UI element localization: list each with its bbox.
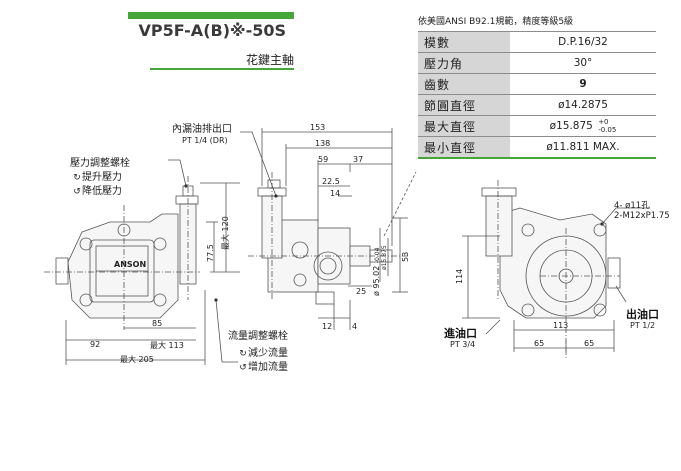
spec-label: 模數 <box>418 31 510 53</box>
dim-12: 12 <box>322 322 333 331</box>
spec-row: 節圓直徑 ø14.2875 <box>418 94 656 116</box>
spec-value: 30° <box>510 52 656 74</box>
flow-down-row: ↻減少流量 <box>238 344 288 359</box>
rotate-ccw-icon: ↺ <box>239 363 247 373</box>
dim-53: 53 <box>401 251 410 262</box>
banner-accent-stripe <box>128 12 294 19</box>
spec-label: 最大直徑 <box>418 115 510 137</box>
rear-view <box>462 180 650 360</box>
tolerance: +0 -0.05 <box>598 118 616 134</box>
tolerance-upper: +0 <box>598 118 609 126</box>
pressure-up-label: 提升壓力 <box>82 172 122 183</box>
dim-15875: ø15.875 <box>381 245 388 270</box>
spec-value-with-tolerance: ø15.875 +0 -0.05 <box>510 115 656 137</box>
spec-value: D.P.16/32 <box>510 31 656 53</box>
outlet-spec: PT 1/2 <box>630 321 656 330</box>
dim-138: 138 <box>315 139 331 148</box>
dim-max-113: 最大 113 <box>150 341 184 350</box>
rotate-ccw-icon: ↺ <box>73 187 81 197</box>
spline-spec-table: 模數 D.P.16/32 壓力角 30° 齒數 9 節圓直徑 ø14.2875 … <box>418 31 656 159</box>
dim-77-5: 77.5 <box>206 244 215 262</box>
thread-spec: 2-M12xP1.75 <box>614 211 670 221</box>
spec-value: ø11.811 MAX. <box>510 136 656 159</box>
inlet-spec: PT 3/4 <box>450 340 476 349</box>
rotate-cw-icon: ↻ <box>73 173 81 183</box>
pressure-up-row: ↻提升壓力 <box>72 168 122 183</box>
spec-row: 最大直徑 ø15.875 +0 -0.05 <box>418 115 656 137</box>
spec-row: 模數 D.P.16/32 <box>418 31 656 53</box>
internal-drain-spec: PT 1/4 (DR) <box>182 136 228 145</box>
flow-adjust-label: 流量調整螺栓 <box>228 331 288 342</box>
rotate-cw-icon: ↻ <box>239 349 247 359</box>
front-view <box>44 159 240 365</box>
spec-value: ø15.875 <box>549 120 593 132</box>
shaft-type-subtitle: 花鍵主軸 <box>245 53 294 67</box>
spec-value: ø14.2875 <box>510 94 656 116</box>
spec-row: 齒數 9 <box>418 73 656 95</box>
inlet-label: 進油口 <box>444 327 477 340</box>
pressure-down-row: ↺降低壓力 <box>72 182 122 197</box>
flow-up-row: ↺增加流量 <box>238 358 288 373</box>
dim-153: 153 <box>310 123 326 132</box>
dim-4: 4 <box>352 322 358 331</box>
spec-row: 壓力角 30° <box>418 52 656 74</box>
dim-37: 37 <box>353 155 364 164</box>
dim-14: 14 <box>330 189 341 198</box>
dim-85: 85 <box>152 319 163 328</box>
hole-spec: 4- ø11孔 <box>614 201 650 211</box>
flow-up-label: 增加流量 <box>248 362 288 373</box>
pressure-down-label: 降低壓力 <box>82 186 122 197</box>
dim-95-tol: -0.04 <box>374 247 381 264</box>
tolerance-lower: -0.05 <box>598 126 617 134</box>
dim-95-value: ø 95.02 <box>372 265 381 296</box>
subtitle-underline <box>150 68 294 70</box>
title-banner: VP5F-A(B)※-50S <box>128 12 294 48</box>
dim-114: 114 <box>455 268 464 284</box>
side-view <box>240 128 417 330</box>
dim-65-right: 65 <box>584 339 595 348</box>
dim-59: 59 <box>318 155 329 164</box>
spec-label: 最小直徑 <box>418 136 510 159</box>
spec-label: 壓力角 <box>418 52 510 74</box>
spec-row: 最小直徑 ø11.811 MAX. <box>418 136 656 159</box>
pressure-adjust-label: 壓力調整螺栓 <box>70 158 130 169</box>
dim-max-120: 最大 120 <box>221 216 230 250</box>
dim-max-205: 最大 205 <box>120 355 154 364</box>
internal-drain-label: 內漏油排出口 <box>172 124 232 135</box>
spec-label: 齒數 <box>418 73 510 95</box>
dim-22-5: 22.5 <box>322 177 340 186</box>
dim-95: ø 95.02 -0.04 <box>372 248 381 296</box>
spec-caption: 依美國ANSI B92.1規範，精度等級5級 <box>418 17 574 27</box>
dim-92: 92 <box>90 340 101 349</box>
brand-plate: ANSON <box>114 260 147 269</box>
spec-value: 9 <box>510 73 656 95</box>
flow-down-label: 減少流量 <box>248 348 288 359</box>
dim-65-left: 65 <box>534 339 545 348</box>
dim-113: 113 <box>553 321 569 330</box>
dim-25: 25 <box>356 287 367 296</box>
spec-label: 節圓直徑 <box>418 94 510 116</box>
model-title: VP5F-A(B)※-50S <box>138 21 286 40</box>
outlet-label: 出油口 <box>626 308 659 321</box>
